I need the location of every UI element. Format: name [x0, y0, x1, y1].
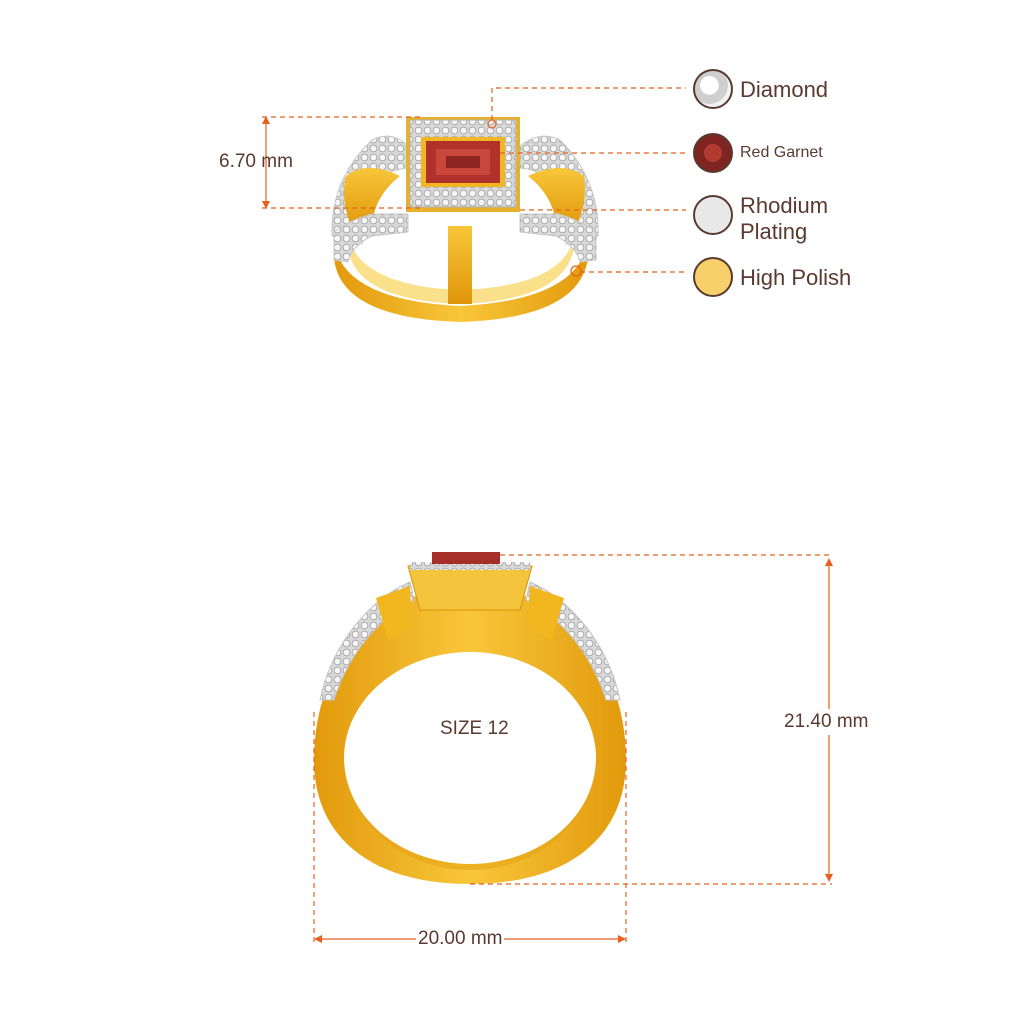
ring-size-label: SIZE 12: [440, 718, 509, 739]
dimension-height-label: 6.70 mm: [219, 151, 293, 172]
red-garnet-icon: [693, 133, 733, 173]
legend-label-diamond: Diamond: [740, 77, 829, 102]
dimension-width-label: 20.00 mm: [416, 928, 505, 950]
legend-label-rhodium-line1: Rhodium: [740, 193, 829, 218]
ring-top-band: [334, 240, 588, 322]
ring-front-garnet: [432, 552, 500, 564]
legend-label-rhodium-line2: Plating: [740, 219, 808, 244]
top-leader-lines: [262, 87, 686, 273]
ring-top-view: [331, 117, 599, 322]
diamond-icon: [693, 69, 733, 109]
high-polish-icon: [693, 257, 733, 297]
front-leader-lines: [313, 554, 832, 944]
ring-top-center-post: [448, 226, 472, 304]
ring-front-view: [314, 552, 626, 884]
ring-front-inner: [344, 652, 596, 864]
legend-label-high-polish: High Polish: [740, 265, 852, 290]
rhodium-plating-icon: [693, 195, 733, 235]
dimension-total-height-label: 21.40 mm: [784, 709, 869, 735]
height-dimension-line: [262, 116, 270, 209]
legend-label-red-garnet: Red Garnet: [740, 144, 823, 161]
